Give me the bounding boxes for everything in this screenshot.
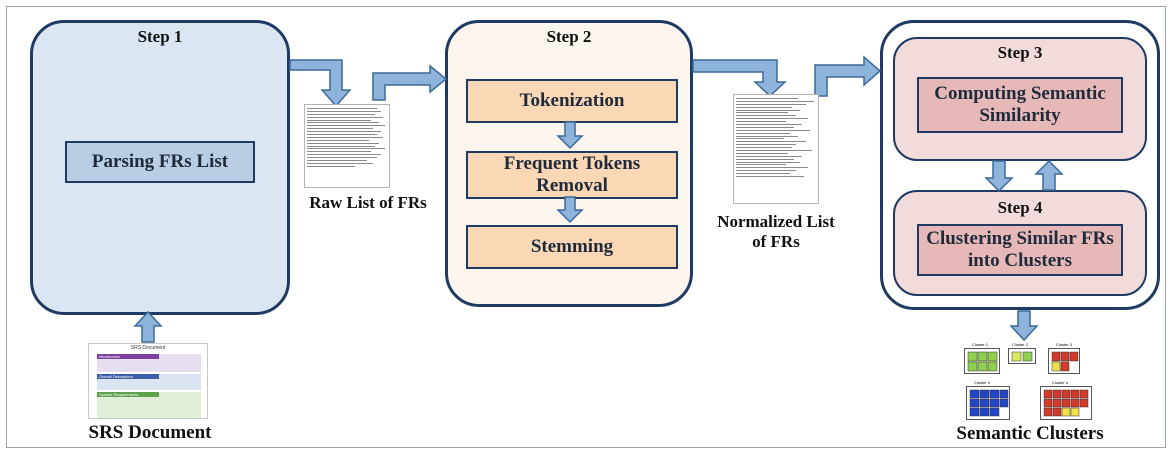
cluster-4-label: Cluster 4	[974, 380, 991, 385]
cluster-n-label: Cluster n	[1052, 380, 1069, 385]
step2-box: Step 2 Tokenization Frequent Tokens Remo…	[445, 20, 693, 307]
normalized-list-label: Normalized List of FRs	[717, 212, 835, 251]
step1-task: Parsing FRs List	[65, 141, 255, 183]
step2-task-frequent-tokens-removal: Frequent Tokens Removal	[466, 151, 678, 199]
srs-thumb-section-2-label: Overall Description	[97, 374, 159, 379]
step3-task: Computing Semantic Similarity	[917, 77, 1123, 133]
srs-document-thumbnail: SRS Document Introduction Overall Descri…	[88, 343, 208, 419]
srs-document-label: SRS Document	[88, 422, 212, 443]
arrow-removal-to-stemming	[556, 196, 584, 224]
step1-box: Step 1 Parsing FRs List	[30, 20, 290, 315]
step2-title: Step 2	[546, 27, 592, 46]
cluster-2	[1008, 348, 1036, 364]
cluster-3	[1048, 348, 1080, 374]
arrow-tokenization-to-removal	[556, 121, 584, 150]
diagram-frame	[6, 6, 1166, 448]
srs-thumb-section-1: Introduction	[97, 354, 201, 372]
semantic-clusters-thumbnail: Cluster 1 Cluster 2 Cluster 3 Cluster 4 …	[962, 342, 1096, 422]
cluster-4	[966, 386, 1010, 420]
srs-thumb-heading: SRS Document	[130, 345, 166, 351]
arrow-normalized-to-step3	[814, 55, 882, 97]
step4-title: Step 4	[997, 198, 1043, 217]
step2-task-stemming: Stemming	[466, 225, 678, 269]
arrow-step4-to-step3	[1034, 159, 1064, 191]
raw-list-thumbnail	[304, 104, 390, 188]
srs-thumb-section-1-label: Introduction	[97, 354, 159, 359]
srs-thumb-section-2: Overall Description	[97, 374, 201, 390]
cluster-3-label: Cluster 3	[1056, 342, 1073, 347]
arrow-raw-to-step2	[372, 64, 448, 101]
step4-task: Clustering Similar FRs into Clusters	[917, 224, 1123, 276]
srs-thumb-section-3: System Requirements	[97, 392, 201, 418]
step1-title: Step 1	[137, 27, 183, 46]
normalized-list-thumbnail	[733, 94, 819, 204]
step3-box: Step 3 Computing Semantic Similarity	[893, 37, 1147, 161]
srs-thumb-section-3-label: System Requirements	[97, 392, 159, 397]
step4-box: Step 4 Clustering Similar FRs into Clust…	[893, 190, 1147, 296]
semantic-clusters-label: Semantic Clusters	[956, 423, 1104, 444]
arrow-step1-to-raw	[289, 59, 352, 108]
arrow-srs-to-step1	[133, 310, 163, 343]
cluster-n	[1040, 386, 1092, 420]
cluster-1	[964, 348, 1000, 374]
arrow-step2-to-normalized	[692, 59, 787, 98]
step3-title: Step 3	[997, 43, 1043, 62]
cluster-2-label: Cluster 2	[1012, 342, 1029, 347]
raw-list-label: Raw List of FRs	[309, 193, 427, 212]
cluster-1-label: Cluster 1	[972, 342, 989, 347]
arrow-step34-to-clusters	[1009, 310, 1039, 342]
arrow-step3-to-step4	[984, 160, 1014, 193]
